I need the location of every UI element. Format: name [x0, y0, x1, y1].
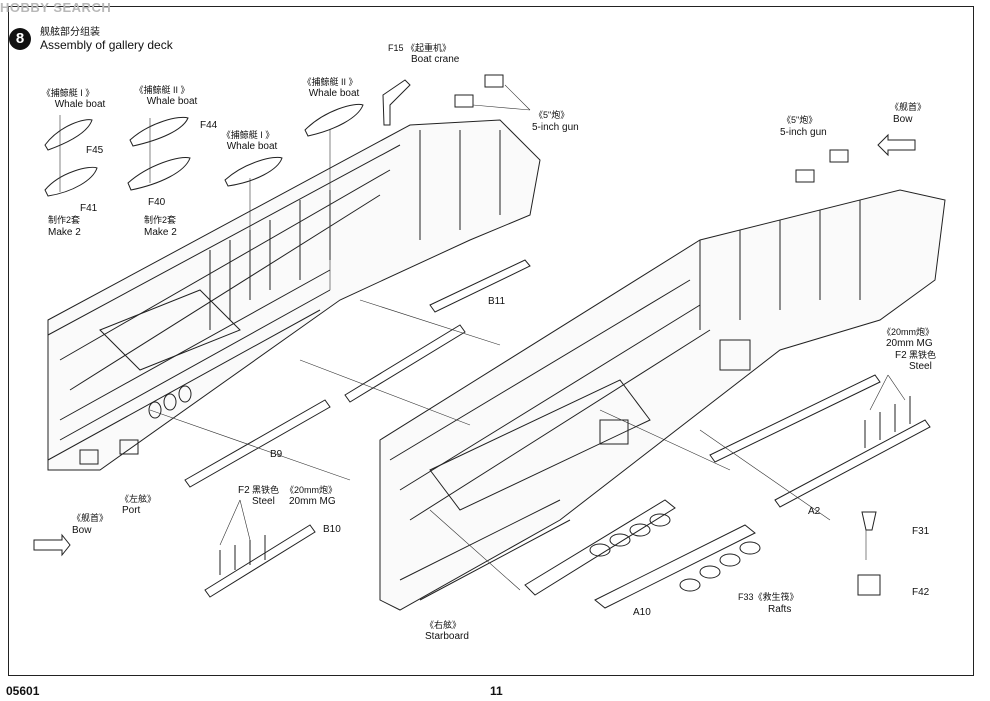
five-inch-gun-1-label-cn: 《5"炮》 [534, 110, 570, 120]
f2-steel-1-cn: 黑铁色 [252, 485, 280, 495]
make-two-label-1-cn: 制作2套 [48, 215, 81, 225]
rafts-drawing [589, 513, 761, 592]
part-f42-drawing [857, 574, 881, 596]
part-b10-label: B10 [323, 524, 341, 535]
step-title: Assembly of gallery deck [40, 38, 173, 52]
five-inch-guns-drawing [454, 74, 849, 183]
part-a10-label: A10 [633, 607, 651, 618]
f2-steel-1-label: Steel [252, 496, 275, 507]
whale-boat-3-label: Whale boat [226, 141, 278, 152]
watermark: HOBBY SEARCH [0, 0, 112, 15]
five-inch-gun-2-label: 5-inch gun [780, 127, 827, 138]
whale-boat-1-label: Whale boat [54, 99, 106, 110]
starboard-label: Starboard [425, 631, 469, 642]
starboard-label-cn: 《右舷》 [425, 620, 462, 630]
port-label-cn: 《左舷》 [120, 494, 157, 504]
mg-mounts-drawing [219, 396, 911, 575]
step-title-cn: 舰舷部分组装 [40, 27, 100, 38]
mg-1-label-cn: 《20mm炮》 [285, 485, 338, 495]
starboard-hull-drawing [379, 189, 946, 611]
part-f44-label: F44 [200, 120, 218, 131]
mg-2-label: 20mm MG [886, 338, 933, 349]
page-number: 11 [490, 684, 503, 698]
f2-steel-2-cn: 黑铁色 [909, 350, 937, 360]
bow-label-starboard: Bow [893, 114, 913, 125]
whale-boat-4-label: Whale boat [308, 88, 360, 99]
mg-2-label-cn: 《20mm炮》 [882, 327, 935, 337]
part-f40-label: F40 [148, 197, 166, 208]
leader-lines [59, 84, 906, 591]
boat-crane-label: Boat crane [411, 54, 460, 65]
bow-label-port: Bow [72, 525, 92, 536]
make-two-label-2-cn: 制作2套 [144, 215, 177, 225]
part-f42-label: F42 [912, 587, 930, 598]
f2-steel-2-label: Steel [909, 361, 932, 372]
make-two-label-1: Make 2 [48, 227, 81, 238]
f2-steel-1-id: F2 [238, 485, 250, 496]
port-hull-drawing [47, 119, 541, 471]
f2-steel-2-id: F2 [895, 350, 907, 361]
product-code: 05601 [6, 684, 40, 698]
part-a2-label: A2 [808, 506, 821, 517]
part-f31-drawing [861, 511, 877, 531]
rafts-label-cn: F33《救生筏》 [738, 592, 799, 602]
boat-crane-label-cn: F15 《起重机》 [388, 43, 452, 53]
whale-boat-2-label-cn: 《捕鲸艇 II 》 [134, 85, 190, 95]
part-f31-label: F31 [912, 526, 930, 537]
whale-boat-2-label: Whale boat [146, 96, 198, 107]
boat-crane-drawing [382, 79, 411, 126]
step-number-badge: 8 [9, 28, 31, 50]
rafts-label: Rafts [768, 604, 792, 615]
mg-1-label: 20mm MG [289, 496, 336, 507]
port-label: Port [122, 505, 141, 516]
page-frame [8, 6, 974, 676]
part-b9-label: B9 [270, 449, 283, 460]
bow-arrow-port [33, 533, 71, 557]
part-f41-label: F41 [80, 203, 98, 214]
make-two-label-2: Make 2 [144, 227, 177, 238]
whale-boat-1-label-cn: 《捕鲸艇 I 》 [41, 88, 95, 98]
five-inch-gun-2-label-cn: 《5"炮》 [782, 115, 818, 125]
gallery-strips-drawing [184, 259, 931, 609]
bow-arrow-starboard [877, 133, 916, 157]
part-b11-label: B11 [488, 296, 506, 307]
bow-label-port-cn: 《舰首》 [72, 513, 109, 523]
five-inch-gun-1-label: 5-inch gun [532, 122, 579, 133]
whale-boat-4-label-cn: 《捕鲸艇 II 》 [302, 77, 358, 87]
whale-boat-3-label-cn: 《捕鲸艇 I 》 [221, 130, 275, 140]
part-f45-label: F45 [86, 145, 104, 156]
bow-label-starboard-cn: 《舰首》 [890, 102, 927, 112]
